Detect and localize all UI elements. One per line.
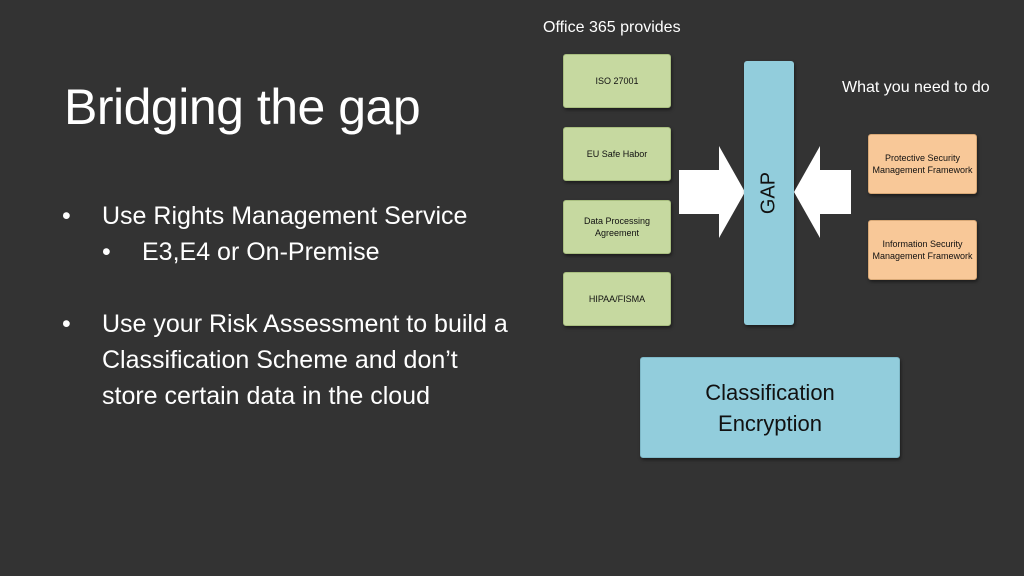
provides-box-hipaa-fisma: HIPAA/FISMA bbox=[563, 272, 671, 326]
bullet-glyph: • bbox=[102, 238, 111, 266]
bullet-item: • Use Rights Management Service bbox=[60, 198, 510, 234]
bullet-glyph: • bbox=[62, 310, 71, 338]
provides-box-iso27001: ISO 27001 bbox=[563, 54, 671, 108]
gap-bar bbox=[744, 61, 794, 325]
bullet-text: Use Rights Management Service bbox=[102, 202, 468, 230]
provides-box-eu-safe-harbor: EU Safe Habor bbox=[563, 127, 671, 181]
left-arrow-icon bbox=[794, 146, 851, 238]
classification-encryption-box: Classification Encryption bbox=[640, 357, 900, 458]
classification-label: Classification bbox=[705, 379, 835, 405]
bullet-glyph: • bbox=[62, 202, 71, 230]
needs-box-protective-security: Protective Security Management Framework bbox=[868, 134, 977, 194]
bullet-list: • Use Rights Management Service • E3,E4 … bbox=[60, 198, 510, 414]
gap-label: GAP bbox=[757, 171, 780, 215]
provides-box-data-processing: Data Processing Agreement bbox=[563, 200, 671, 254]
right-arrow-icon bbox=[679, 146, 745, 238]
bullet-text: Use your Risk Assessment to build a Clas… bbox=[102, 310, 508, 410]
bullet-item: • Use your Risk Assessment to build a Cl… bbox=[60, 306, 510, 414]
sub-bullet-text: E3,E4 or On-Premise bbox=[142, 238, 380, 266]
needs-box-information-security: Information Security Management Framewor… bbox=[868, 220, 977, 280]
office365-provides-label: Office 365 provides bbox=[543, 19, 681, 36]
encryption-label: Encryption bbox=[718, 410, 822, 436]
what-you-need-label: What you need to do bbox=[842, 79, 990, 96]
slide-title: Bridging the gap bbox=[64, 79, 421, 135]
sub-bullet-item: • E3,E4 or On-Premise bbox=[60, 234, 510, 270]
